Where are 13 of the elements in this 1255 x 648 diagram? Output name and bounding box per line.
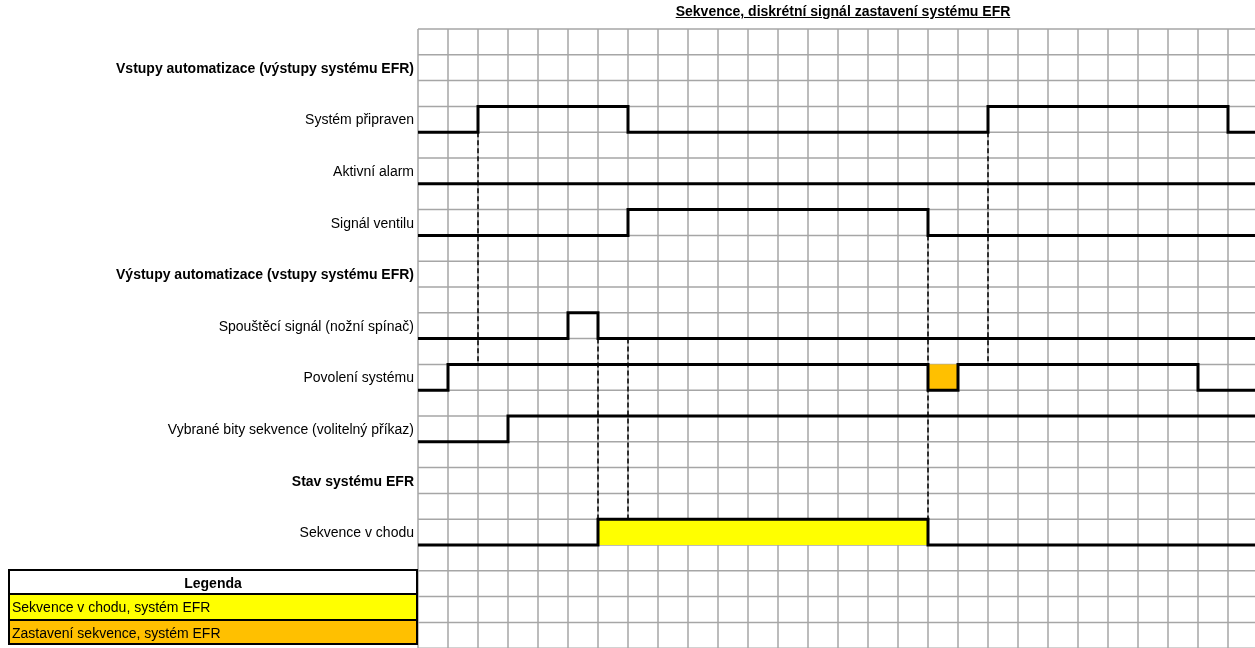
signal-name: Signál ventilu [330, 214, 414, 231]
signal-name: Systém připraven [305, 111, 414, 128]
section-heading: Výstupy automatizace (vstupy systému EFR) [116, 266, 414, 283]
signal-name: Sekvence v chodu [299, 524, 414, 541]
legend-entry: Sekvence v chodu, systém EFR [10, 595, 416, 619]
section-heading: Stav systému EFR [291, 472, 414, 489]
signal-name: Aktivní alarm [333, 162, 414, 179]
diagram-title: Sekvence, diskrétní signál zastavení systému EFR [675, 3, 1011, 19]
legend-entry: Zastavení sekvence, systém EFR [10, 619, 416, 643]
section-heading: Vstupy automatizace (výstupy systému EFR) [116, 59, 414, 76]
signal-name: Povolení systému [303, 369, 414, 386]
signal-name: Spouštěcí signál (nožní spínač) [218, 317, 414, 334]
signal-name: Vybrané bity sekvence (volitelný příkaz) [167, 420, 414, 437]
